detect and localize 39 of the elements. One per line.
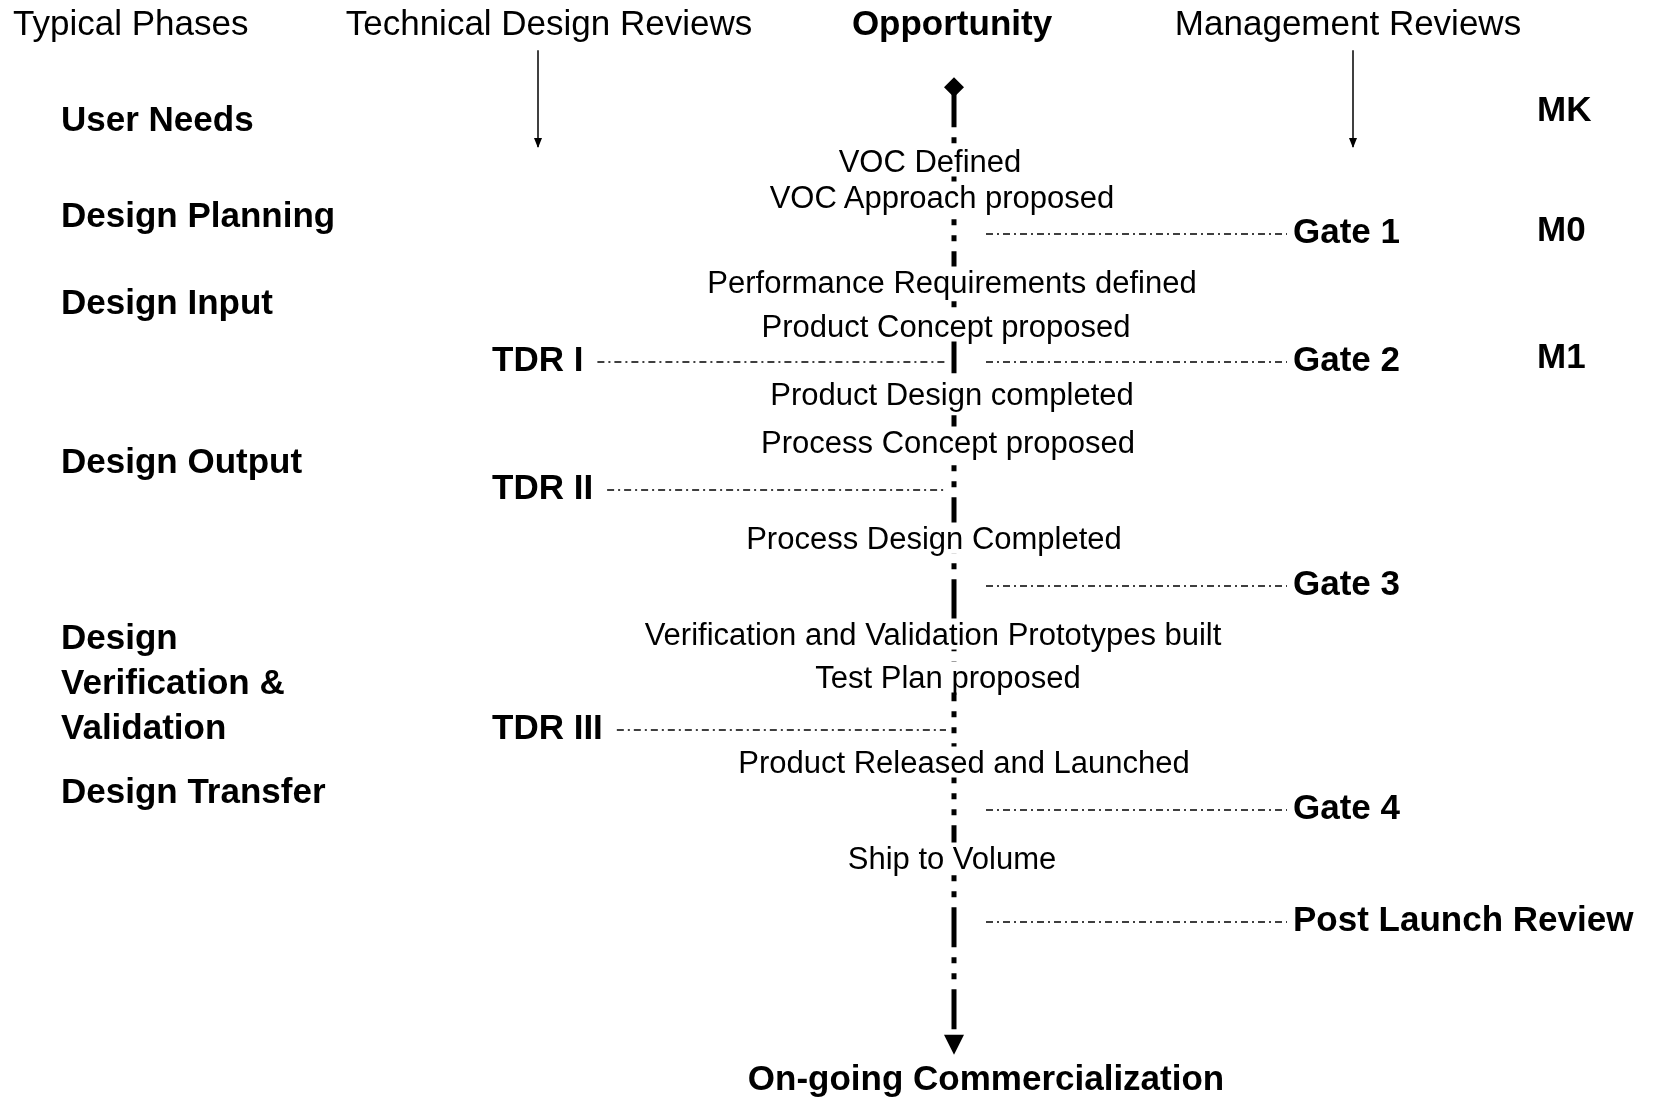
timeline-endpoint-label: Opportunity: [851, 3, 1053, 43]
milestone-text: Ship to Volume: [847, 842, 1057, 874]
connector-line: [616, 729, 947, 731]
milestone-text: VOC Approach proposed: [769, 181, 1115, 213]
connector-line: [596, 361, 947, 363]
phase-label: Design Output: [61, 441, 303, 481]
milestone-text: Product Released and Launched: [738, 746, 1190, 778]
gate-label: Gate 1: [1293, 211, 1400, 251]
milestone-code: M0: [1537, 209, 1586, 249]
design-review-label: TDR I: [492, 339, 584, 379]
phase-label: Design Verification & Validation: [61, 615, 286, 748]
connector-line: [985, 233, 1288, 235]
timeline-endpoint-label: On-going Commercialization: [747, 1058, 1225, 1098]
connector-line: [985, 809, 1288, 811]
milestone-text: Process Design Completed: [746, 522, 1122, 554]
milestone-text: Test Plan proposed: [815, 661, 1081, 693]
phase-label: User Needs: [61, 99, 254, 139]
arrow: [1349, 49, 1357, 148]
milestone-code: M1: [1537, 336, 1586, 376]
design-review-label: TDR II: [492, 467, 594, 507]
connector-line: [985, 361, 1288, 363]
milestone-text: Performance Requirements defined: [707, 266, 1197, 298]
phase-label: Design Planning: [61, 195, 336, 235]
phase-label: Design Input: [61, 282, 273, 322]
column-header: Typical Phases: [13, 3, 249, 43]
milestone-text: Verification and Validation Prototypes built: [644, 618, 1222, 650]
gate-label: Gate 4: [1293, 787, 1400, 827]
milestone-code: MK: [1537, 89, 1592, 129]
phase-label: Design Transfer: [61, 771, 326, 811]
gate-label: Post Launch Review: [1293, 899, 1634, 939]
connector-line: [985, 921, 1288, 923]
arrow: [534, 49, 542, 148]
gate-label: Gate 3: [1293, 563, 1400, 603]
connector-line: [985, 585, 1288, 587]
column-header: Management Reviews: [1174, 3, 1522, 43]
gate-label: Gate 2: [1293, 339, 1400, 379]
design-review-label: TDR III: [492, 707, 603, 747]
milestone-text: Process Concept proposed: [761, 426, 1135, 458]
column-header: Technical Design Reviews: [345, 3, 753, 43]
